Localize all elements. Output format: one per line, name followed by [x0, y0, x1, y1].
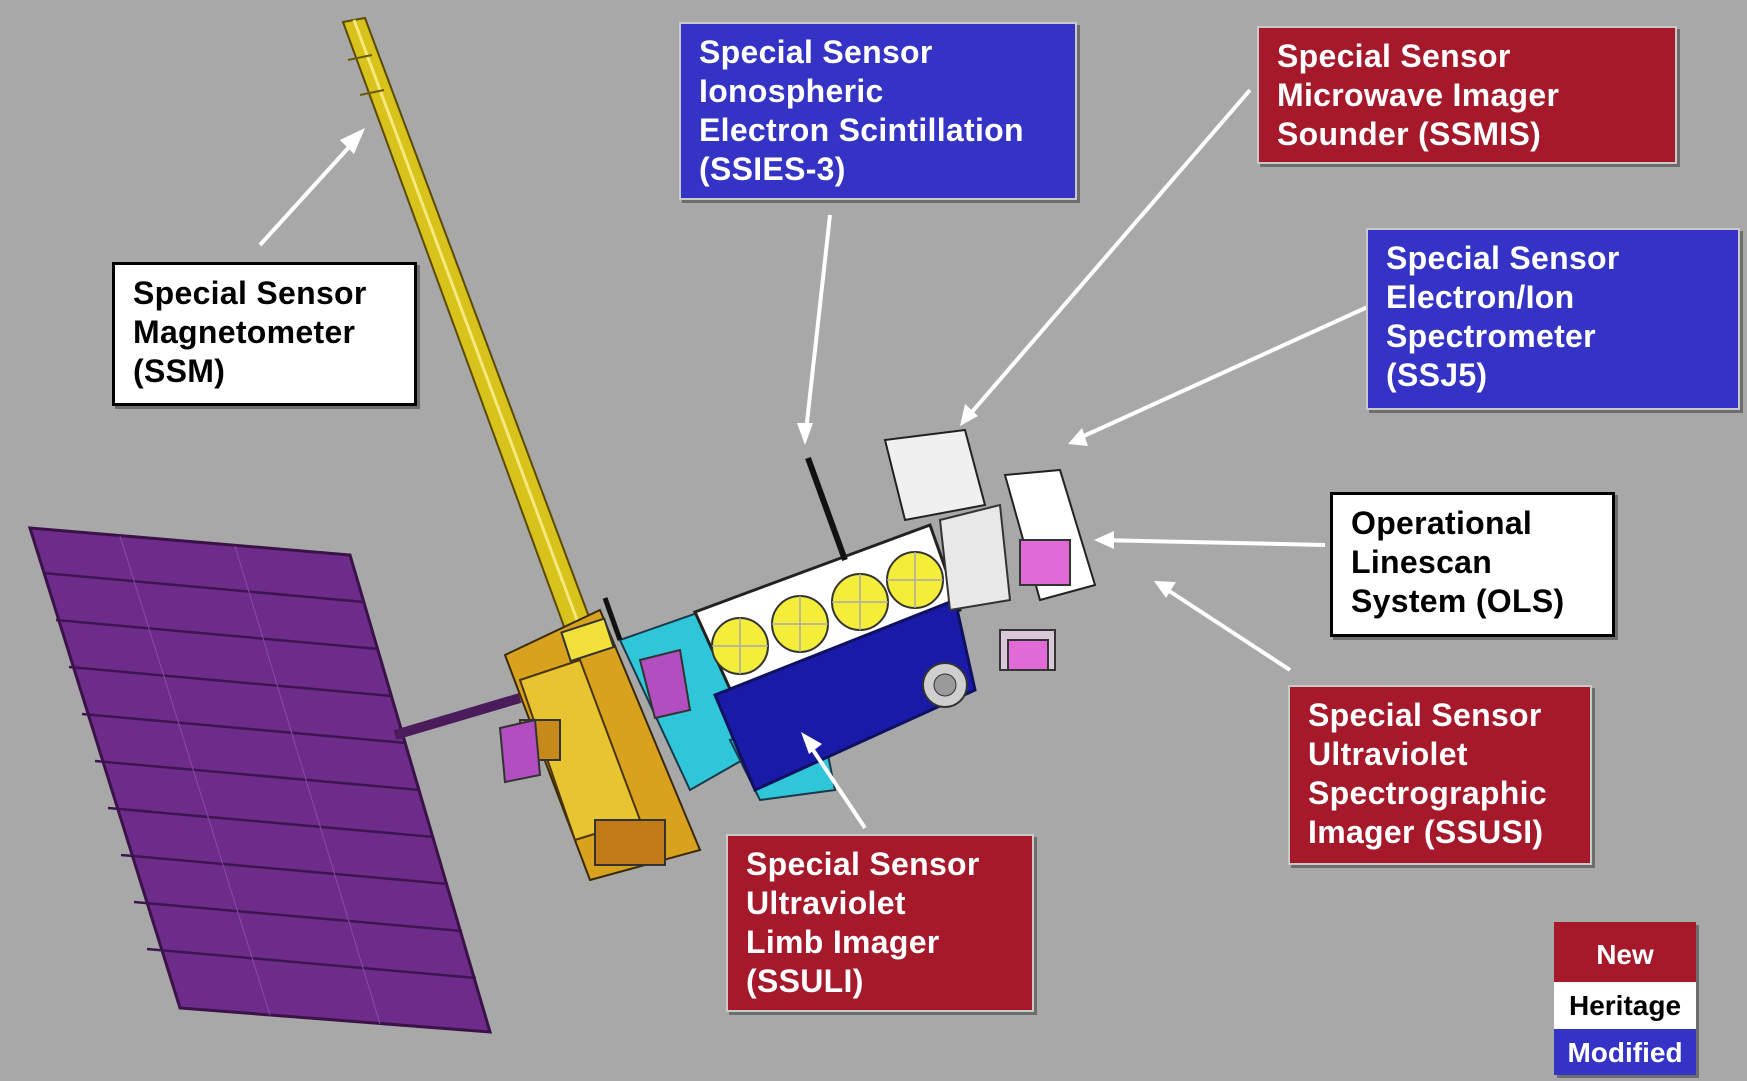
instrument-module [692, 523, 977, 793]
label-ssies-line-3: Electron Scintillation [699, 112, 1024, 148]
label-ssuli-line-3: Limb Imager [746, 924, 940, 960]
legend-modified: Modified [1554, 1029, 1696, 1075]
legend-heritage: Heritage [1554, 982, 1696, 1029]
label-ols-line-1: Operational [1351, 505, 1533, 541]
label-ssj5: Special Sensor Electron/Ion Spectrometer… [1366, 228, 1740, 410]
label-ols: Operational Linescan System (OLS) [1330, 492, 1615, 637]
label-ssmis-line-3: Sounder (SSMIS) [1277, 116, 1542, 152]
label-ssies: Special Sensor Ionospheric Electron Scin… [679, 22, 1077, 200]
label-ssuli-line-1: Special Sensor [746, 846, 980, 882]
solar-panel [27, 526, 522, 1034]
label-ssm-line-3: (SSM) [133, 353, 226, 389]
label-ssies-line-2: Ionospheric [699, 73, 884, 109]
pointer-arrows [258, 88, 1373, 830]
label-ssusi-line-4: Imager (SSUSI) [1308, 814, 1544, 850]
sensor-assembly [883, 428, 1097, 708]
label-ssusi-line-3: Spectrographic [1308, 775, 1547, 811]
label-ssuli-line-4: (SSULI) [746, 963, 864, 999]
spacecraft-bus [498, 608, 702, 882]
label-ols-line-3: System (OLS) [1351, 583, 1565, 619]
label-ssusi-line-2: Ultraviolet [1308, 736, 1468, 772]
label-ssj5-line-4: (SSJ5) [1386, 357, 1488, 393]
label-ssj5-line-3: Spectrometer [1386, 318, 1596, 354]
label-ssusi-line-1: Special Sensor [1308, 697, 1542, 733]
label-ssj5-line-2: Electron/Ion [1386, 279, 1575, 315]
sensor-mast [602, 597, 623, 641]
label-ssmis-line-1: Special Sensor [1277, 38, 1511, 74]
label-ssusi: Special Sensor Ultraviolet Spectrographi… [1288, 685, 1592, 865]
legend-new: New [1554, 922, 1696, 982]
label-ssies-line-4: (SSIES-3) [699, 151, 846, 187]
label-ssuli: Special Sensor Ultraviolet Limb Imager (… [726, 834, 1034, 1012]
label-ssm: Special Sensor Magnetometer (SSM) [112, 262, 417, 406]
label-ssmis: Special Sensor Microwave Imager Sounder … [1257, 26, 1677, 164]
label-ssm-line-2: Magnetometer [133, 314, 356, 350]
arrow-heads [340, 128, 1176, 754]
legend: New Heritage Modified [1554, 922, 1696, 1075]
label-ssmis-line-2: Microwave Imager [1277, 77, 1560, 113]
label-ssies-line-1: Special Sensor [699, 34, 933, 70]
label-ssm-line-1: Special Sensor [133, 275, 367, 311]
label-ssj5-line-1: Special Sensor [1386, 240, 1620, 276]
label-ols-line-2: Linescan [1351, 544, 1493, 580]
ssies-antenna [805, 456, 848, 562]
label-ssuli-line-2: Ultraviolet [746, 885, 906, 921]
